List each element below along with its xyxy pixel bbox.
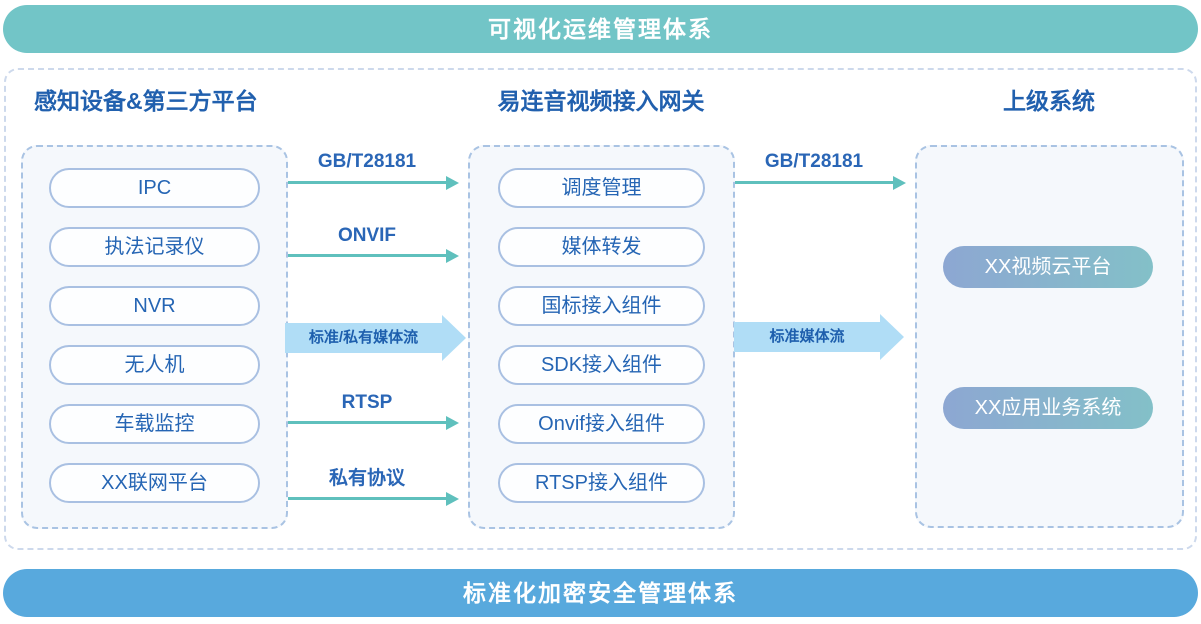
arrow-line (288, 421, 446, 424)
gateway-item-onvif-access: Onvif接入组件 (498, 404, 705, 444)
arrow-head-icon (893, 176, 906, 190)
upper-system-column-title: 上级系统 (1003, 88, 1095, 114)
top-banner: 可视化运维管理体系 (3, 5, 1198, 53)
gateway-item-rtsp-access: RTSP接入组件 (498, 463, 705, 503)
gateway-panel: 调度管理 媒体转发 国标接入组件 SDK接入组件 Onvif接入组件 RTSP接… (468, 145, 735, 529)
flow-label-private-protocol: 私有协议 (328, 468, 405, 489)
device-item-nvr: NVR (49, 286, 260, 326)
upper-item-business-system: XX应用业务系统 (943, 387, 1153, 429)
device-item-network-platform: XX联网平台 (49, 463, 260, 503)
bottom-banner: 标准化加密安全管理体系 (3, 569, 1198, 617)
arrow-head-icon (446, 492, 459, 506)
flow-label-gbt28181-right: GB/T28181 (764, 151, 864, 172)
bottom-banner-label: 标准化加密安全管理体系 (463, 580, 738, 606)
arrow-head-icon (446, 416, 459, 430)
devices-column-title: 感知设备&第三方平台 (34, 88, 258, 114)
arrow-head-icon (446, 176, 459, 190)
gateway-item-dispatch: 调度管理 (498, 168, 705, 208)
gateway-column-title: 易连音视频接入网关 (497, 88, 705, 114)
device-item-drone: 无人机 (49, 345, 260, 385)
flow-label-onvif: ONVIF (337, 225, 397, 246)
arrow-head-icon (446, 249, 459, 263)
device-item-ipc: IPC (49, 168, 260, 208)
device-item-vehicle-monitor: 车载监控 (49, 404, 260, 444)
fat-arrow-head-icon (442, 315, 466, 361)
arrow-line (288, 254, 446, 257)
flow-label-rtsp: RTSP (341, 392, 393, 413)
fat-arrow-head-icon (880, 314, 904, 360)
device-item-body-camera: 执法记录仪 (49, 227, 260, 267)
arrow-line (288, 497, 446, 500)
gateway-item-gb-access: 国标接入组件 (498, 286, 705, 326)
flow-label-gbt28181-left: GB/T28181 (317, 151, 417, 172)
arrow-line (735, 181, 893, 184)
upper-system-panel (915, 145, 1184, 528)
top-banner-label: 可视化运维管理体系 (488, 16, 713, 42)
upper-item-video-cloud: XX视频云平台 (943, 246, 1153, 288)
fat-arrow-standard-private-media: 标准/私有媒体流 (285, 323, 442, 353)
fat-arrow-standard-media: 标准媒体流 (734, 322, 880, 352)
gateway-item-sdk-access: SDK接入组件 (498, 345, 705, 385)
gateway-item-media-forward: 媒体转发 (498, 227, 705, 267)
devices-panel: IPC 执法记录仪 NVR 无人机 车载监控 XX联网平台 (21, 145, 288, 529)
arrow-line (288, 181, 446, 184)
